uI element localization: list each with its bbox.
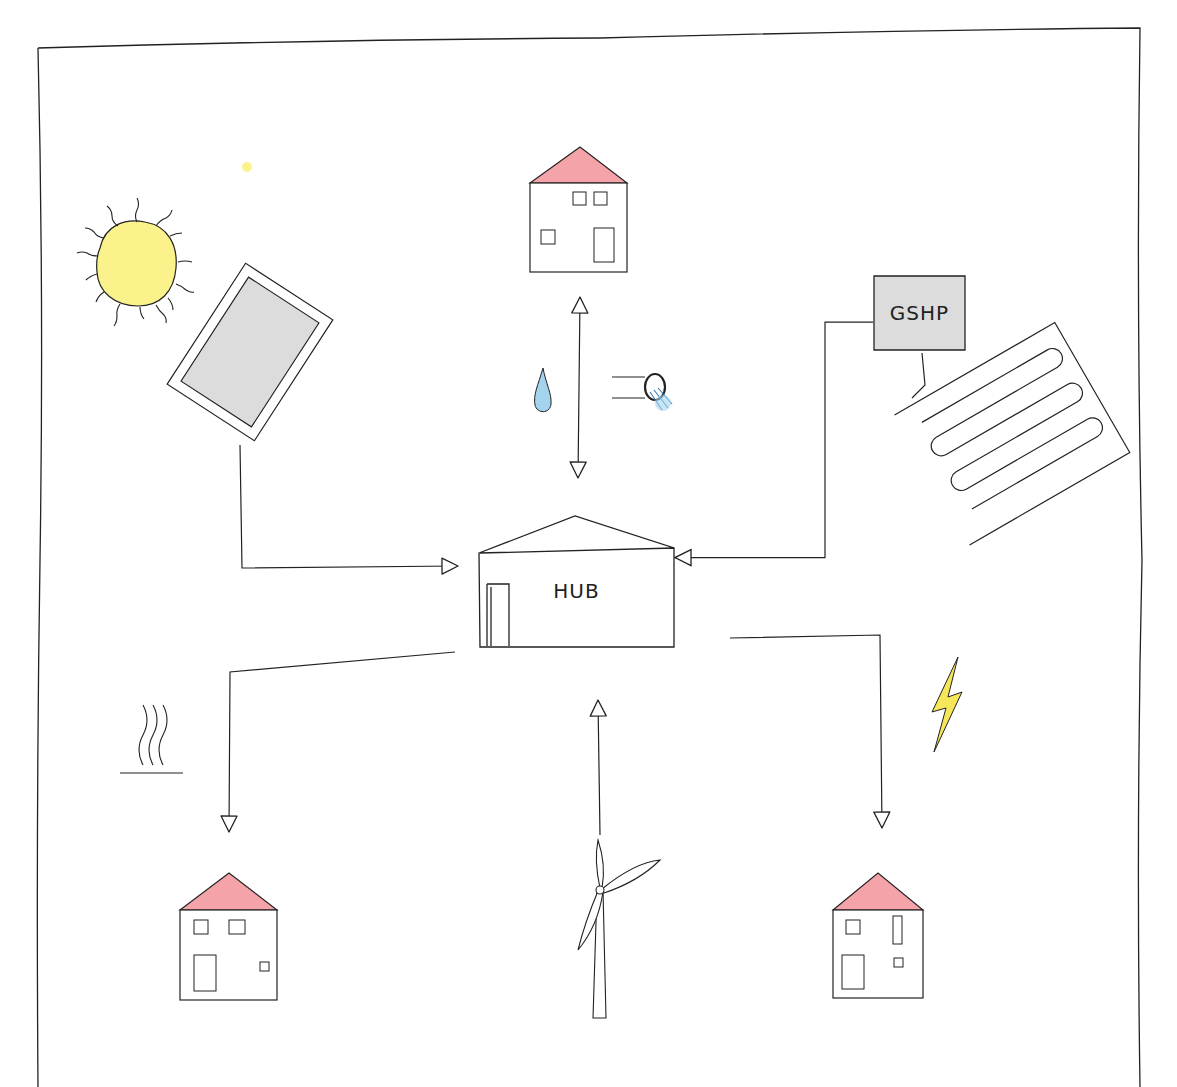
house-part xyxy=(180,873,277,910)
sun-part-part xyxy=(168,298,173,310)
house-part xyxy=(594,228,614,262)
sun-part-part xyxy=(156,210,172,226)
sun-part-part xyxy=(107,206,118,226)
solar-panel xyxy=(167,263,333,440)
heat-symbol-part xyxy=(139,705,147,765)
node-label: HUB xyxy=(553,579,599,603)
sun-part-part xyxy=(176,284,194,292)
heat-pump-box: GSHP xyxy=(873,275,966,351)
wind-turbine-part xyxy=(596,840,603,888)
hub-building: HUB xyxy=(478,515,675,648)
sun-part-part xyxy=(178,261,192,262)
hose-symbol xyxy=(612,374,672,411)
ground-loop xyxy=(895,323,1130,545)
sun-part-part xyxy=(136,198,139,222)
sun-part-part xyxy=(170,233,182,236)
water-drop xyxy=(535,368,552,412)
house-part xyxy=(530,147,627,183)
sun-part-part xyxy=(156,305,166,323)
house-part xyxy=(846,920,860,934)
house-part xyxy=(541,230,555,244)
ground-loop-part xyxy=(912,353,925,398)
heat-symbol-part xyxy=(120,772,183,773)
house-part xyxy=(180,910,277,1000)
house-part xyxy=(594,192,607,205)
heat-symbol-part xyxy=(149,705,157,765)
house-part xyxy=(833,873,923,910)
power-arrow xyxy=(730,635,882,828)
ground-loop-part-part xyxy=(895,323,1130,545)
hub-building-border xyxy=(479,516,674,647)
sun-part-part xyxy=(140,307,144,319)
sun-part-part xyxy=(96,292,104,302)
house xyxy=(530,147,627,272)
sun-part xyxy=(77,198,194,326)
hose-symbol-part xyxy=(655,395,671,411)
solar-panel-part xyxy=(181,277,319,427)
sun-part xyxy=(97,221,177,306)
sun-part xyxy=(242,162,252,172)
node-label: GSHP xyxy=(890,301,949,325)
hose-symbol-part xyxy=(650,388,672,410)
heat-symbol-part xyxy=(159,705,167,765)
ground-loop-part xyxy=(895,323,1130,545)
supply-arrow xyxy=(598,700,600,835)
supply-connector xyxy=(675,322,873,557)
hose-symbol-part xyxy=(612,377,645,398)
house-part xyxy=(573,192,586,205)
heat-arrow xyxy=(229,652,455,832)
supply-arrow xyxy=(240,445,458,568)
house-part xyxy=(833,910,923,998)
sun-part-part xyxy=(77,252,98,256)
sun-part-part xyxy=(86,274,97,280)
wind-turbine-part xyxy=(602,860,660,893)
exchange-arrow xyxy=(578,297,580,478)
wind-turbine-part xyxy=(578,891,603,950)
house xyxy=(180,873,277,1000)
house-part xyxy=(894,958,903,967)
sun-part-part xyxy=(85,228,104,238)
house-part xyxy=(194,955,216,991)
house-part xyxy=(893,916,902,944)
house-part xyxy=(229,920,245,934)
heat-pump-box-border xyxy=(874,276,965,350)
house xyxy=(833,873,923,998)
wind-turbine xyxy=(578,840,660,1018)
house-part xyxy=(530,183,627,272)
solar-panel-part xyxy=(167,263,333,440)
sun-part-part xyxy=(114,304,120,326)
heat-symbol xyxy=(120,705,183,773)
wind-turbine-part xyxy=(596,886,604,894)
house-part xyxy=(842,955,864,989)
house-part xyxy=(194,920,208,934)
frame xyxy=(37,28,1142,1087)
house-part xyxy=(260,962,269,971)
ground-loop-part-part xyxy=(918,345,1107,512)
lightning-bolt xyxy=(932,657,962,752)
